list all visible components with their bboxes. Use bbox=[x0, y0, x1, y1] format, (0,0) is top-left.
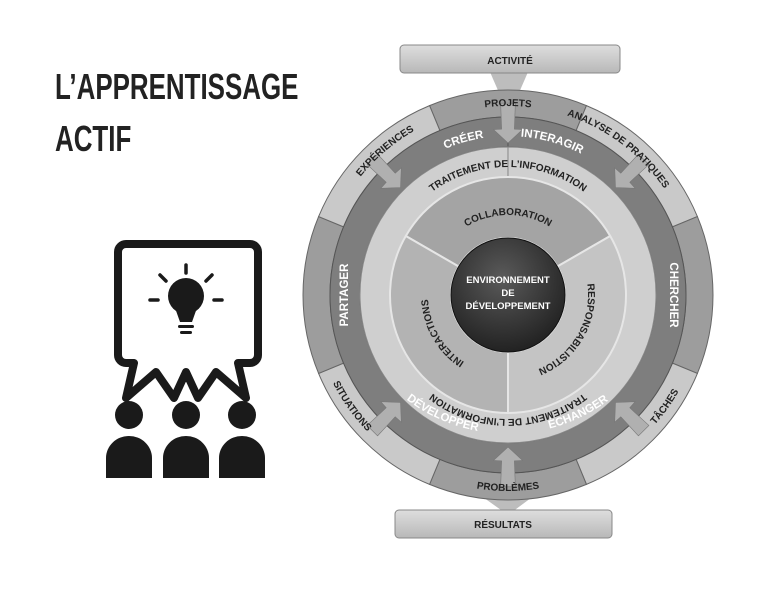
center-line-1: ENVIRONNEMENT bbox=[466, 275, 550, 286]
center-line-3: DÉVELOPPEMENT bbox=[466, 301, 551, 312]
inward-arrow-icon bbox=[492, 102, 524, 144]
resultats-box bbox=[394, 509, 613, 539]
resultats-label: RÉSULTATS bbox=[474, 518, 532, 531]
inward-arrow-icon bbox=[366, 153, 402, 189]
center-circle bbox=[450, 237, 566, 353]
chercher-label: CHERCHER bbox=[667, 262, 679, 328]
activite-box bbox=[399, 44, 621, 74]
inward-arrow-icon bbox=[614, 153, 650, 189]
title-line-1: L’APPRENTISSAGE bbox=[55, 66, 299, 107]
center-line-2: DE bbox=[501, 288, 514, 299]
inward-arrow-icon bbox=[492, 446, 524, 488]
inward-arrow-icon bbox=[614, 401, 650, 437]
inward-arrow-icon bbox=[366, 401, 402, 437]
partager-label: PARTAGER bbox=[339, 263, 351, 327]
presentation-idea-audience-icon bbox=[106, 240, 265, 478]
projets-label: PROJETS bbox=[484, 98, 533, 110]
lightbulb-icon bbox=[148, 263, 224, 334]
activite-label: ACTIVITÉ bbox=[487, 54, 533, 67]
audience-icon bbox=[106, 401, 265, 478]
problemes-label: PROBLÈMES bbox=[476, 481, 540, 494]
title-line-2: ACTIF bbox=[55, 118, 132, 159]
